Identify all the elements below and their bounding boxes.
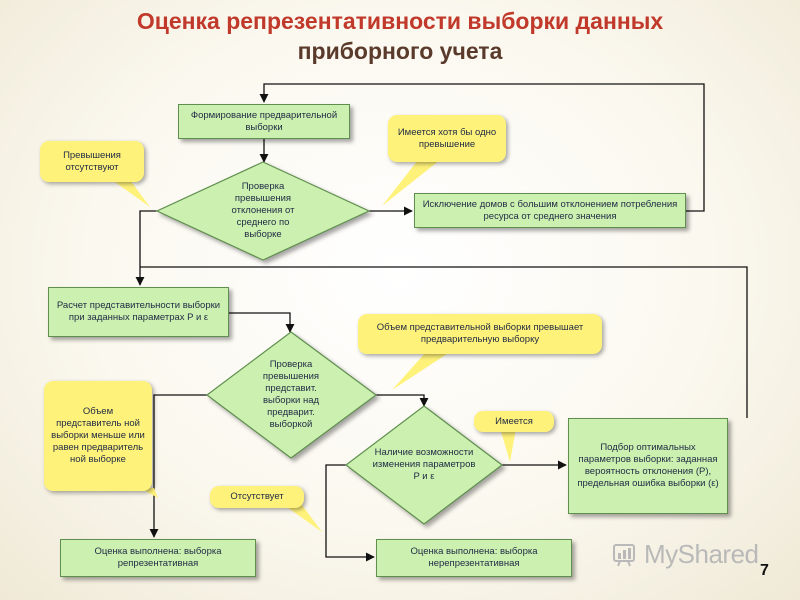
decision-1-label: Проверка превышения отклонения от средне… <box>231 181 295 240</box>
box-formation-label: Формирование предварительной выборки <box>190 109 338 133</box>
decision-diamond-3 <box>345 405 503 525</box>
box-selection-label: Подбор оптимальных параметров выборки: з… <box>577 442 719 489</box>
callout-rep-less-label: Объем представитель ной выборки меньше и… <box>51 406 145 465</box>
callout-no-excess-label: Превышения отсутствуют <box>63 149 121 173</box>
decision-2-label: Проверка превышения представит. выборки … <box>262 359 320 430</box>
callout-absent-label: Отсутствует <box>230 491 284 502</box>
title-line-1: Оценка репрезентативности выборки данных <box>136 8 664 34</box>
box-result-nonrepresentative: Оценка выполнена: выборка нерепрезентати… <box>376 539 572 577</box>
decision-3-label: Наличие возможности изменения параметров… <box>372 447 476 482</box>
connector-exclusion-loop <box>259 83 705 212</box>
callout-tail-rep-exceeds <box>392 352 450 390</box>
connector-selection-loop <box>140 266 748 418</box>
callout-tail-exists <box>500 428 516 462</box>
logo-text: MyShared <box>644 538 759 569</box>
connector-decision2-result-rep <box>149 394 207 538</box>
callout-absent: Отсутствует <box>210 486 304 508</box>
callout-rep-exceeds: Объем представительной выборки превышает… <box>358 314 602 354</box>
decision-diamond-2 <box>206 331 378 459</box>
connector-decision1-calc <box>135 210 157 286</box>
callout-tail-absent <box>284 505 322 532</box>
callout-no-excess: Превышения отсутствуют <box>40 141 144 182</box>
title-line-2: приборного учета <box>297 38 503 64</box>
callout-has-excess-label: Имеется хотя бы одно превышение <box>397 126 497 150</box>
box-result-nonrep-label: Оценка выполнена: выборка нерепрезентати… <box>410 546 538 569</box>
box-selection: Подбор оптимальных параметров выборки: з… <box>568 418 728 514</box>
callout-tail-has-excess <box>382 160 440 206</box>
callout-rep-less: Объем представитель ной выборки меньше и… <box>44 381 152 491</box>
callout-has-excess: Имеется хотя бы одно превышение <box>388 115 506 162</box>
connector-calc-decision2 <box>229 312 295 333</box>
myshared-logo: MyShared <box>612 535 759 573</box>
callout-exists: Имеется <box>474 411 554 432</box>
box-exclusion-label: Исключение домов с большим отклонением п… <box>422 198 678 222</box>
box-calc-label: Расчет представительности выборки при за… <box>56 300 221 323</box>
callout-rep-exceeds-label: Объем представительной выборки превышает… <box>376 322 584 345</box>
connector-decision2-decision3 <box>376 394 429 407</box>
callout-exists-label: Имеется <box>495 415 533 427</box>
logo-icon <box>613 544 635 567</box>
callout-tail-no-excess <box>112 180 150 207</box>
page-title: Оценка репрезентативности выборки данных… <box>0 6 800 66</box>
box-formation: Формирование предварительной выборки <box>178 104 350 139</box>
page-number: 7 <box>760 562 769 579</box>
box-result-representative: Оценка выполнена: выборка репрезентативн… <box>60 539 256 577</box>
box-calc: Расчет представительности выборки при за… <box>48 287 229 337</box>
box-result-rep-label: Оценка выполнена: выборка репрезентативн… <box>94 546 222 569</box>
box-exclusion: Исключение домов с большим отклонением п… <box>414 193 686 228</box>
decision-diamond-1 <box>155 161 371 261</box>
connector-decision3-result-nonrep <box>325 464 375 562</box>
